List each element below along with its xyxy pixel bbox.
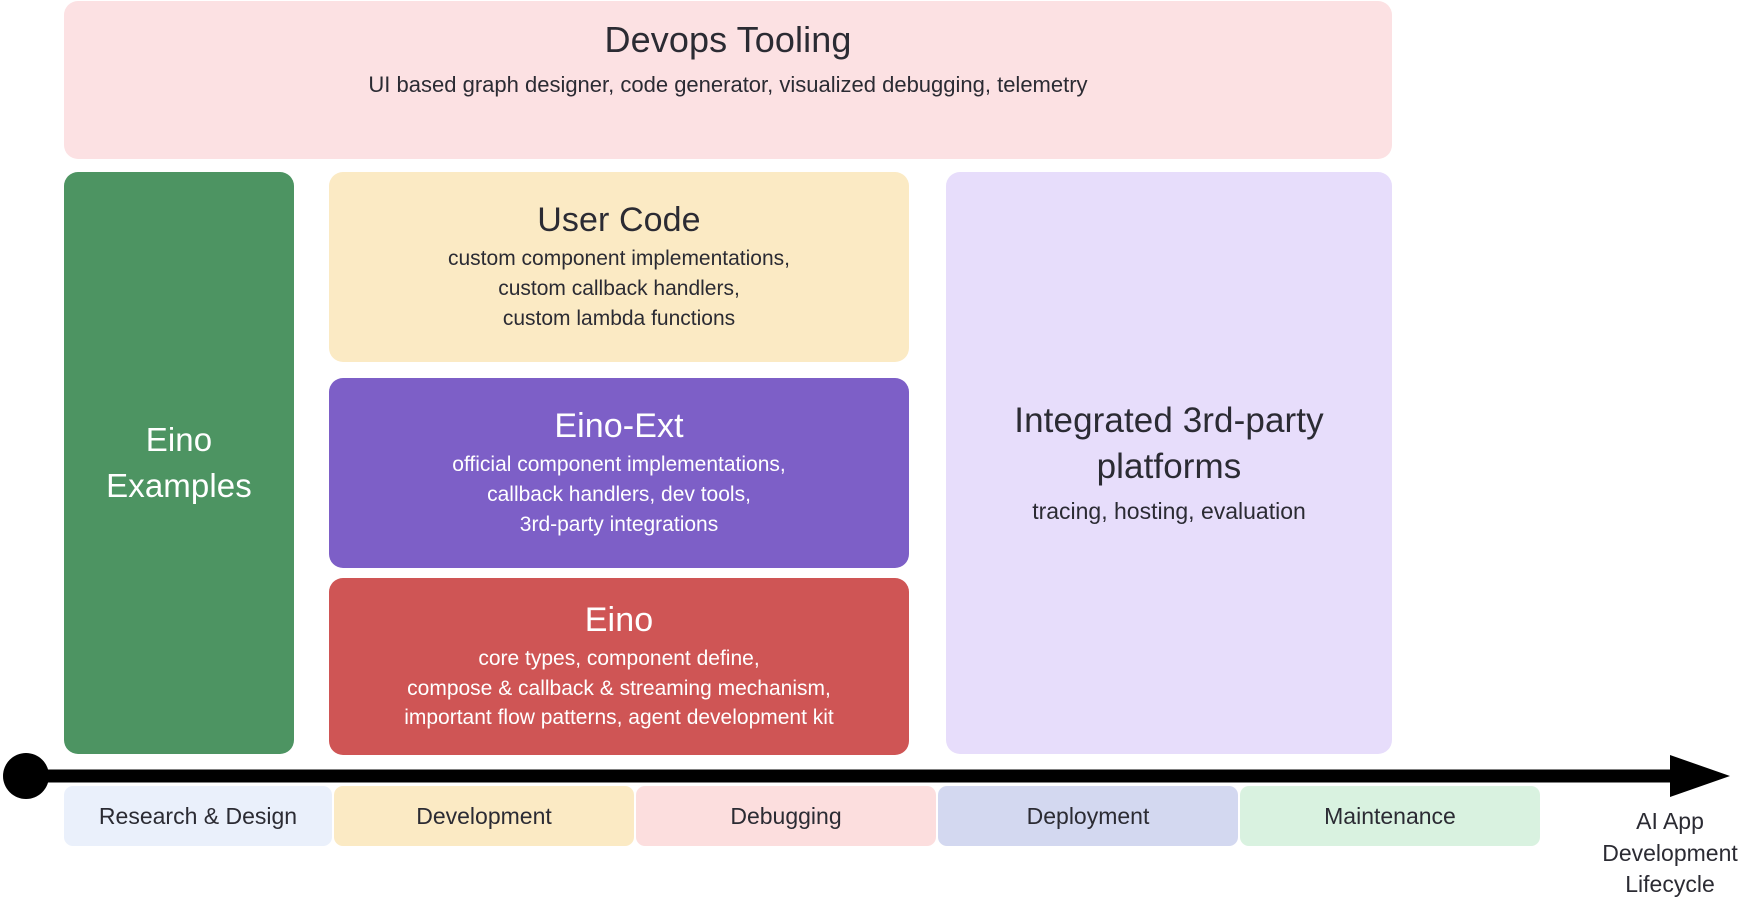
devops-tooling-card: Devops Tooling UI based graph designer, … [64, 1, 1392, 159]
eino-ext-description-line-1: official component implementations, [452, 453, 786, 477]
user-code-description-line-3: custom lambda functions [502, 306, 736, 330]
eino-examples-title-line-1: Eino [145, 421, 213, 459]
eino-examples-title: Eino Examples [106, 417, 252, 508]
integrated-third-party-platforms-description: tracing, hosting, evaluation [1032, 495, 1306, 528]
lifecycle-chip-research-design[interactable]: Research & Design [64, 786, 332, 846]
devops-tooling-description: UI based graph designer, code generator,… [368, 69, 1087, 100]
integrated-third-party-platforms-title-line-2: platforms [1096, 446, 1242, 486]
eino-description-line-3: important flow patterns, agent developme… [404, 706, 834, 730]
lifecycle-chip-label: Development [416, 802, 552, 829]
timeline-arrowhead-icon [1670, 755, 1730, 797]
eino-ext-description-line-3: 3rd-party integrations [519, 512, 719, 536]
eino-description-line-2: compose & callback & streaming mechanism… [407, 676, 831, 700]
timeline-axis-caption: AI App Development Lifecycle [1580, 806, 1760, 901]
eino-examples-title-line-2: Examples [106, 467, 252, 504]
lifecycle-chip-maintenance[interactable]: Maintenance [1240, 786, 1540, 846]
eino-description: core types, component define, compose & … [404, 644, 834, 733]
timeline-start-dot [3, 753, 49, 799]
lifecycle-chip-deployment[interactable]: Deployment [938, 786, 1238, 846]
lifecycle-chip-label: Debugging [730, 802, 842, 829]
lifecycle-chip-debugging[interactable]: Debugging [636, 786, 936, 846]
integrated-third-party-platforms-title: Integrated 3rd-party platforms [1014, 398, 1323, 489]
timeline-axis-caption-line-1: AI App [1636, 808, 1704, 834]
lifecycle-chip-list: Research & Design Development Debugging … [64, 786, 1564, 846]
eino-description-line-1: core types, component define, [478, 646, 760, 670]
lifecycle-chip-development[interactable]: Development [334, 786, 634, 846]
timeline-axis-caption-line-2: Development [1602, 839, 1738, 866]
integrated-third-party-platforms-description-line: tracing, hosting, evaluation [1032, 498, 1306, 525]
devops-tooling-title: Devops Tooling [604, 19, 852, 60]
user-code-description-line-2: custom callback handlers, [498, 277, 740, 301]
eino-title: Eino [584, 600, 654, 639]
lifecycle-chip-label: Deployment [1026, 802, 1150, 829]
user-code-card: User Code custom component implementatio… [329, 172, 909, 362]
user-code-description-line-1: custom component implementations, [448, 247, 790, 271]
lifecycle-chip-label: Maintenance [1324, 802, 1456, 829]
eino-ext-card: Eino-Ext official component implementati… [329, 378, 909, 568]
eino-ext-title: Eino-Ext [554, 407, 684, 446]
integrated-third-party-platforms-card: Integrated 3rd-party platforms tracing, … [946, 172, 1392, 754]
devops-tooling-description-line: UI based graph designer, code generator,… [368, 72, 1088, 98]
timeline-axis-caption-line-3: Lifecycle [1625, 871, 1715, 898]
eino-ext-description: official component implementations, call… [452, 450, 785, 539]
user-code-description: custom component implementations, custom… [448, 244, 790, 333]
eino-examples-card: Eino Examples [64, 172, 294, 754]
user-code-title: User Code [537, 201, 701, 240]
eino-card: Eino core types, component define, compo… [329, 578, 909, 755]
lifecycle-chip-label: Research & Design [98, 802, 298, 829]
eino-ext-description-line-2: callback handlers, dev tools, [487, 483, 751, 507]
integrated-third-party-platforms-title-line-1: Integrated 3rd-party [1014, 401, 1324, 441]
